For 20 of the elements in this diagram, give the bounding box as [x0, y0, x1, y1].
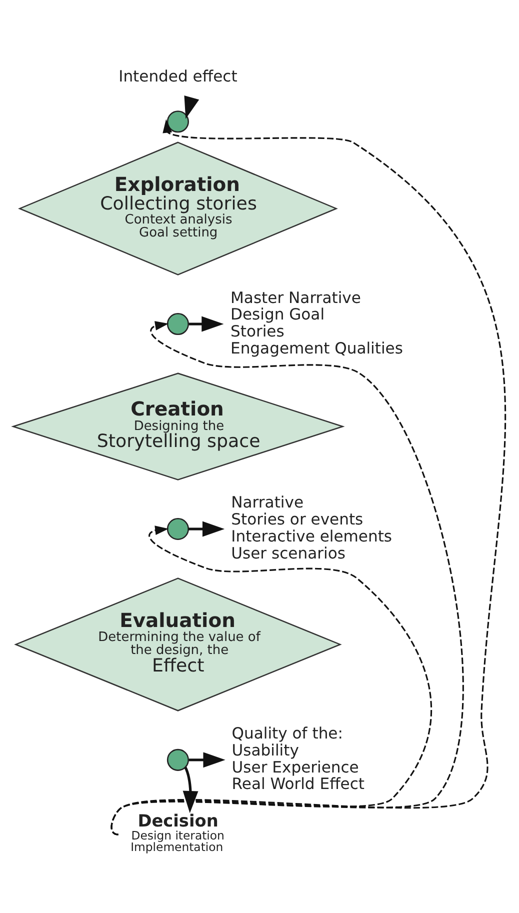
node-text: Decision Design iteration Implementation — [130, 810, 224, 854]
arrow — [188, 752, 226, 768]
node-diamond: Creation Designing the Storytelling space — [11, 372, 345, 480]
node-text: Narrative Stories or events Interactive elements User scenarios — [231, 493, 392, 562]
node-text: Master Narrative Design Goal Stories Engagement Qualities — [230, 288, 403, 357]
node-text: Intended effect — [118, 67, 238, 86]
arrow — [182, 766, 198, 813]
node-circle — [166, 748, 189, 770]
arrow — [111, 525, 432, 835]
arrow — [188, 520, 225, 536]
node-text: Quality of the: Usability User Experience Real World Effect — [232, 724, 364, 793]
arrow — [188, 316, 224, 332]
arrow — [110, 118, 506, 834]
node-diamond: Evaluation Determining the value of the design, the Effect — [14, 577, 342, 711]
node-circle — [166, 517, 189, 540]
node-diamond: Exploration Collecting stories Context analysis Goal setting — [18, 141, 338, 275]
arrow — [110, 320, 464, 835]
node-circle — [166, 312, 189, 335]
arrow — [184, 94, 200, 118]
node-circle — [166, 110, 189, 132]
